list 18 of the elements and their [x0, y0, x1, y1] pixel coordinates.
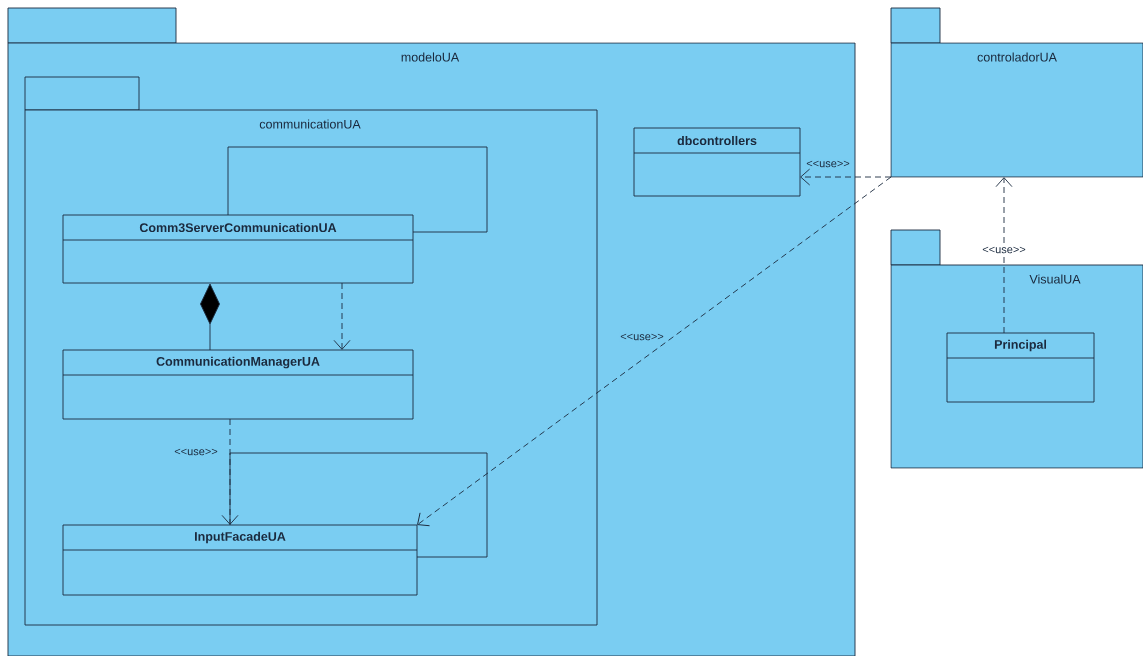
class-box: dbcontrollers — [633, 127, 801, 197]
class-box: Comm3ServerCommunicationUA — [62, 214, 414, 284]
edge-label: <<use>> — [619, 332, 665, 342]
composition-line — [200, 283, 220, 351]
association-line — [227, 146, 488, 233]
dependency-arrow — [995, 177, 1013, 334]
class-box: Principal — [946, 332, 1095, 403]
association-line — [229, 452, 488, 558]
dependency-arrow — [417, 176, 892, 527]
class-box: CommunicationManagerUA — [62, 349, 414, 420]
edge-label: <<use>> — [805, 159, 851, 169]
edge-label: <<use>> — [173, 447, 219, 457]
dependency-arrow — [221, 418, 239, 525]
dependency-arrow — [333, 282, 351, 350]
class-box: InputFacadeUA — [62, 524, 418, 596]
edge-label: <<use>> — [981, 245, 1027, 255]
dependency-arrow — [800, 168, 892, 186]
package-box: controladorUA — [890, 7, 1143, 178]
